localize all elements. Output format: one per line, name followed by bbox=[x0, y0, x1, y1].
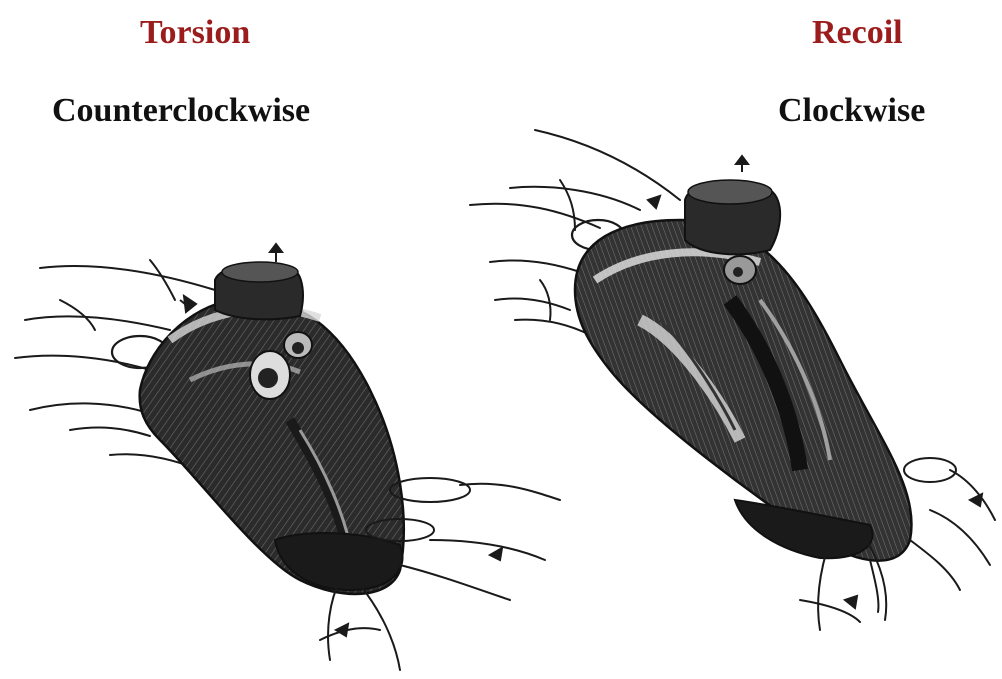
recoil-heart bbox=[470, 130, 995, 630]
torsion-heart bbox=[15, 244, 560, 670]
